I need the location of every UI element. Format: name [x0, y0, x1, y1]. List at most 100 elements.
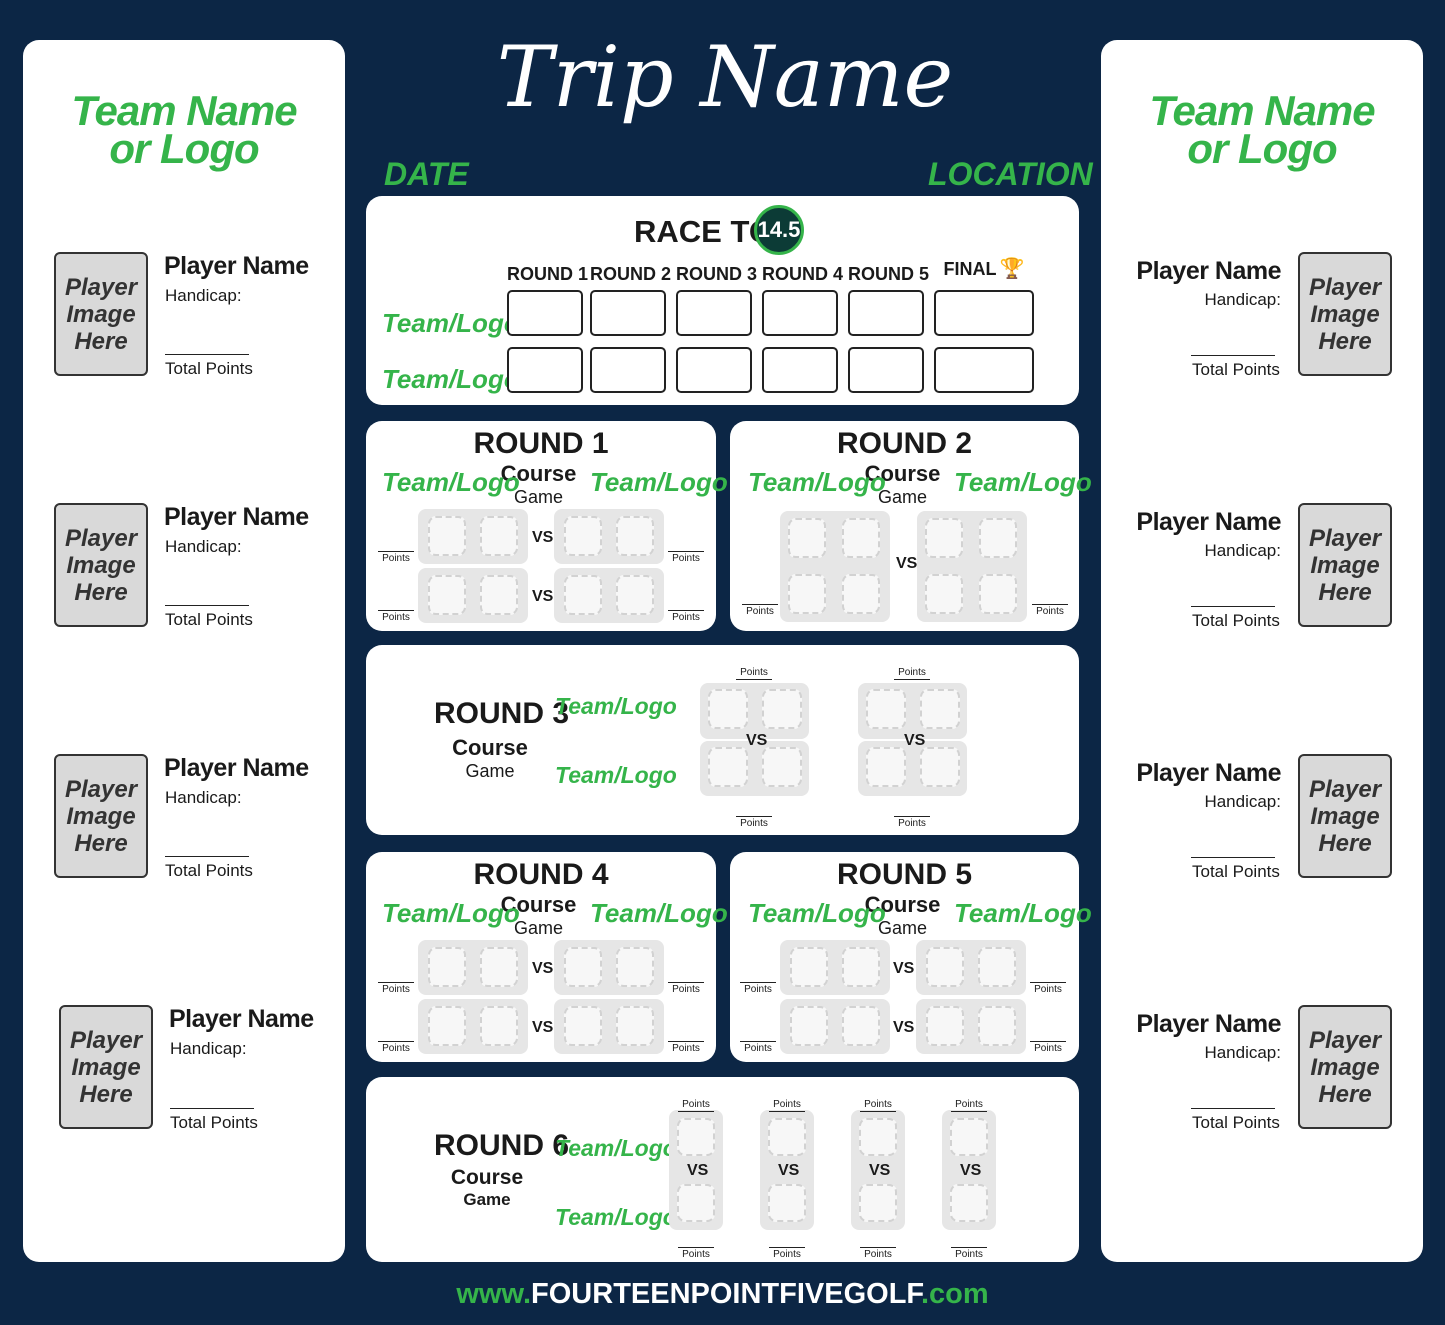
points-field[interactable]: Points	[951, 1099, 987, 1112]
player-score-slot[interactable]	[979, 518, 1017, 558]
total-points-line[interactable]	[165, 605, 249, 606]
race-score-box[interactable]	[762, 347, 838, 393]
points-field[interactable]: Points	[378, 982, 414, 995]
points-field[interactable]: Points	[860, 1247, 896, 1260]
player-score-slot[interactable]	[480, 575, 518, 615]
race-score-box[interactable]	[848, 347, 924, 393]
player-score-slot[interactable]	[480, 516, 518, 556]
total-points-line[interactable]	[1191, 1108, 1275, 1109]
total-points-line[interactable]	[1191, 857, 1275, 858]
points-field[interactable]: Points	[668, 551, 704, 564]
points-field[interactable]: Points	[736, 816, 772, 829]
player-score-slot[interactable]	[480, 947, 518, 987]
player-score-slot[interactable]	[790, 1006, 828, 1046]
points-field[interactable]: Points	[678, 1099, 714, 1112]
player-score-slot[interactable]	[920, 747, 960, 787]
player-score-slot[interactable]	[564, 516, 602, 556]
player-score-slot[interactable]	[768, 1184, 806, 1222]
race-score-box[interactable]	[676, 290, 752, 336]
points-field[interactable]: Points	[742, 604, 778, 617]
player-score-slot[interactable]	[428, 575, 466, 615]
player-score-slot[interactable]	[616, 947, 654, 987]
player-score-slot[interactable]	[859, 1118, 897, 1156]
website-footer[interactable]: www.FOURTEENPOINTFIVEGOLF.com	[0, 1278, 1445, 1311]
player-score-slot[interactable]	[842, 947, 880, 987]
player-score-slot[interactable]	[428, 516, 466, 556]
player-score-slot[interactable]	[950, 1184, 988, 1222]
total-points-line[interactable]	[1191, 355, 1275, 356]
points-field[interactable]: Points	[378, 1041, 414, 1054]
points-field[interactable]: Points	[860, 1099, 896, 1112]
player-score-slot[interactable]	[866, 747, 906, 787]
player-score-slot[interactable]	[842, 1006, 880, 1046]
points-field[interactable]: Points	[894, 667, 930, 680]
player-score-slot[interactable]	[926, 947, 964, 987]
player-score-slot[interactable]	[788, 518, 826, 558]
points-field[interactable]: Points	[668, 1041, 704, 1054]
race-final-box[interactable]	[934, 290, 1034, 336]
player-score-slot[interactable]	[564, 947, 602, 987]
total-points-line[interactable]	[165, 354, 249, 355]
points-field[interactable]: Points	[894, 816, 930, 829]
total-points-line[interactable]	[170, 1108, 254, 1109]
player-score-slot[interactable]	[925, 574, 963, 614]
player-score-slot[interactable]	[616, 1006, 654, 1046]
player-score-slot[interactable]	[708, 747, 748, 787]
points-field[interactable]: Points	[740, 982, 776, 995]
points-field[interactable]: Points	[378, 551, 414, 564]
race-score-box[interactable]	[590, 290, 666, 336]
player-score-slot[interactable]	[926, 1006, 964, 1046]
points-field[interactable]: Points	[1030, 1041, 1066, 1054]
race-score-box[interactable]	[676, 347, 752, 393]
points-field[interactable]: Points	[736, 667, 772, 680]
player-score-slot[interactable]	[677, 1184, 715, 1222]
player-score-slot[interactable]	[925, 518, 963, 558]
player-score-slot[interactable]	[564, 575, 602, 615]
player-score-slot[interactable]	[788, 574, 826, 614]
player-score-slot[interactable]	[842, 574, 880, 614]
player-score-slot[interactable]	[616, 575, 654, 615]
player-score-slot[interactable]	[920, 689, 960, 729]
player-score-slot[interactable]	[564, 1006, 602, 1046]
points-field[interactable]: Points	[1032, 604, 1068, 617]
player-score-slot[interactable]	[978, 947, 1016, 987]
player-score-slot[interactable]	[866, 689, 906, 729]
points-field[interactable]: Points	[769, 1247, 805, 1260]
points-field[interactable]: Points	[1030, 982, 1066, 995]
player-score-slot[interactable]	[480, 1006, 518, 1046]
player-score-slot[interactable]	[708, 689, 748, 729]
race-score-box[interactable]	[848, 290, 924, 336]
player-score-slot[interactable]	[616, 516, 654, 556]
points-field[interactable]: Points	[769, 1099, 805, 1112]
race-score-box[interactable]	[507, 290, 583, 336]
player-score-slot[interactable]	[677, 1118, 715, 1156]
race-final-box[interactable]	[934, 347, 1034, 393]
player-score-slot[interactable]	[428, 1006, 466, 1046]
total-points-line[interactable]	[165, 856, 249, 857]
player-score-slot[interactable]	[768, 1118, 806, 1156]
total-points-line[interactable]	[1191, 606, 1275, 607]
race-score-box[interactable]	[507, 347, 583, 393]
race-score-box[interactable]	[590, 347, 666, 393]
points-field[interactable]: Points	[668, 982, 704, 995]
points-field[interactable]: Points	[378, 610, 414, 623]
player-score-slot[interactable]	[762, 689, 802, 729]
player-score-slot[interactable]	[842, 518, 880, 558]
player-score-slot[interactable]	[762, 747, 802, 787]
player-score-slot[interactable]	[428, 947, 466, 987]
player-score-slot[interactable]	[790, 947, 828, 987]
player-score-slot[interactable]	[950, 1118, 988, 1156]
race-score-box[interactable]	[762, 290, 838, 336]
player-score-slot[interactable]	[859, 1184, 897, 1222]
points-field[interactable]: Points	[668, 610, 704, 623]
player-score-slot[interactable]	[978, 1006, 1016, 1046]
points-field[interactable]: Points	[740, 1041, 776, 1054]
player-score-slot[interactable]	[979, 574, 1017, 614]
